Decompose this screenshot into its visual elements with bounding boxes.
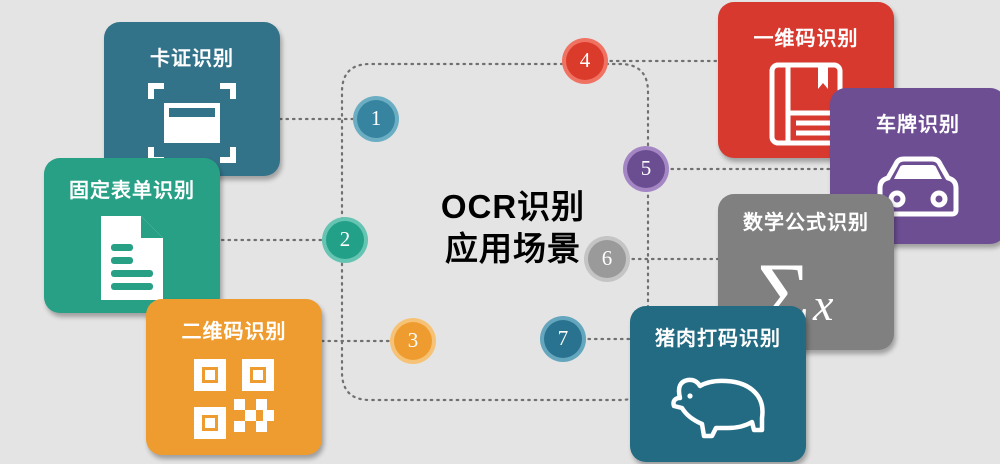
card-fixed-form-recognition[interactable]: 固定表单识别 [44, 158, 220, 313]
pig-icon [630, 350, 806, 462]
step-number-3[interactable]: 3 [394, 322, 432, 360]
card-id-card-recognition[interactable]: 卡证识别 [104, 22, 280, 176]
center-title-line-1: OCR识别 [440, 188, 586, 225]
car-icon [830, 136, 1000, 244]
step-label: 5 [640, 155, 652, 180]
step-label: 4 [579, 47, 591, 72]
card-label: 数学公式识别 [743, 212, 869, 234]
step-number-1[interactable]: 1 [357, 100, 395, 138]
step-label: 1 [370, 105, 382, 130]
center-title: OCR识别 应用场景 [398, 186, 628, 270]
card-barcode-recognition[interactable]: 一维码识别 [718, 2, 894, 158]
step-number-5[interactable]: 5 [627, 150, 665, 188]
card-label: 车牌识别 [876, 114, 960, 136]
card-label: 固定表单识别 [69, 180, 195, 202]
card-label: 二维码识别 [181, 321, 287, 343]
center-title-line-2: 应用场景 [445, 230, 581, 268]
step-label: 2 [339, 226, 351, 251]
qr-code-icon [146, 343, 322, 455]
step-number-4[interactable]: 4 [566, 42, 604, 80]
step-number-6[interactable]: 6 [588, 240, 626, 278]
card-label: 一维码识别 [753, 28, 859, 50]
document-lines-icon [44, 202, 220, 313]
step-label: 3 [407, 327, 419, 352]
card-label: 猪肉打码识别 [655, 328, 781, 350]
id-card-scan-icon [104, 70, 280, 176]
step-number-7[interactable]: 7 [544, 320, 582, 358]
svg-text:x: x [812, 279, 834, 330]
step-number-2[interactable]: 2 [326, 221, 364, 259]
card-qr-code-recognition[interactable]: 二维码识别 [146, 299, 322, 455]
step-label: 6 [601, 245, 613, 270]
card-label: 卡证识别 [150, 48, 234, 70]
step-label: 7 [557, 325, 569, 350]
card-pork-code-recognition[interactable]: 猪肉打码识别 [630, 306, 806, 462]
